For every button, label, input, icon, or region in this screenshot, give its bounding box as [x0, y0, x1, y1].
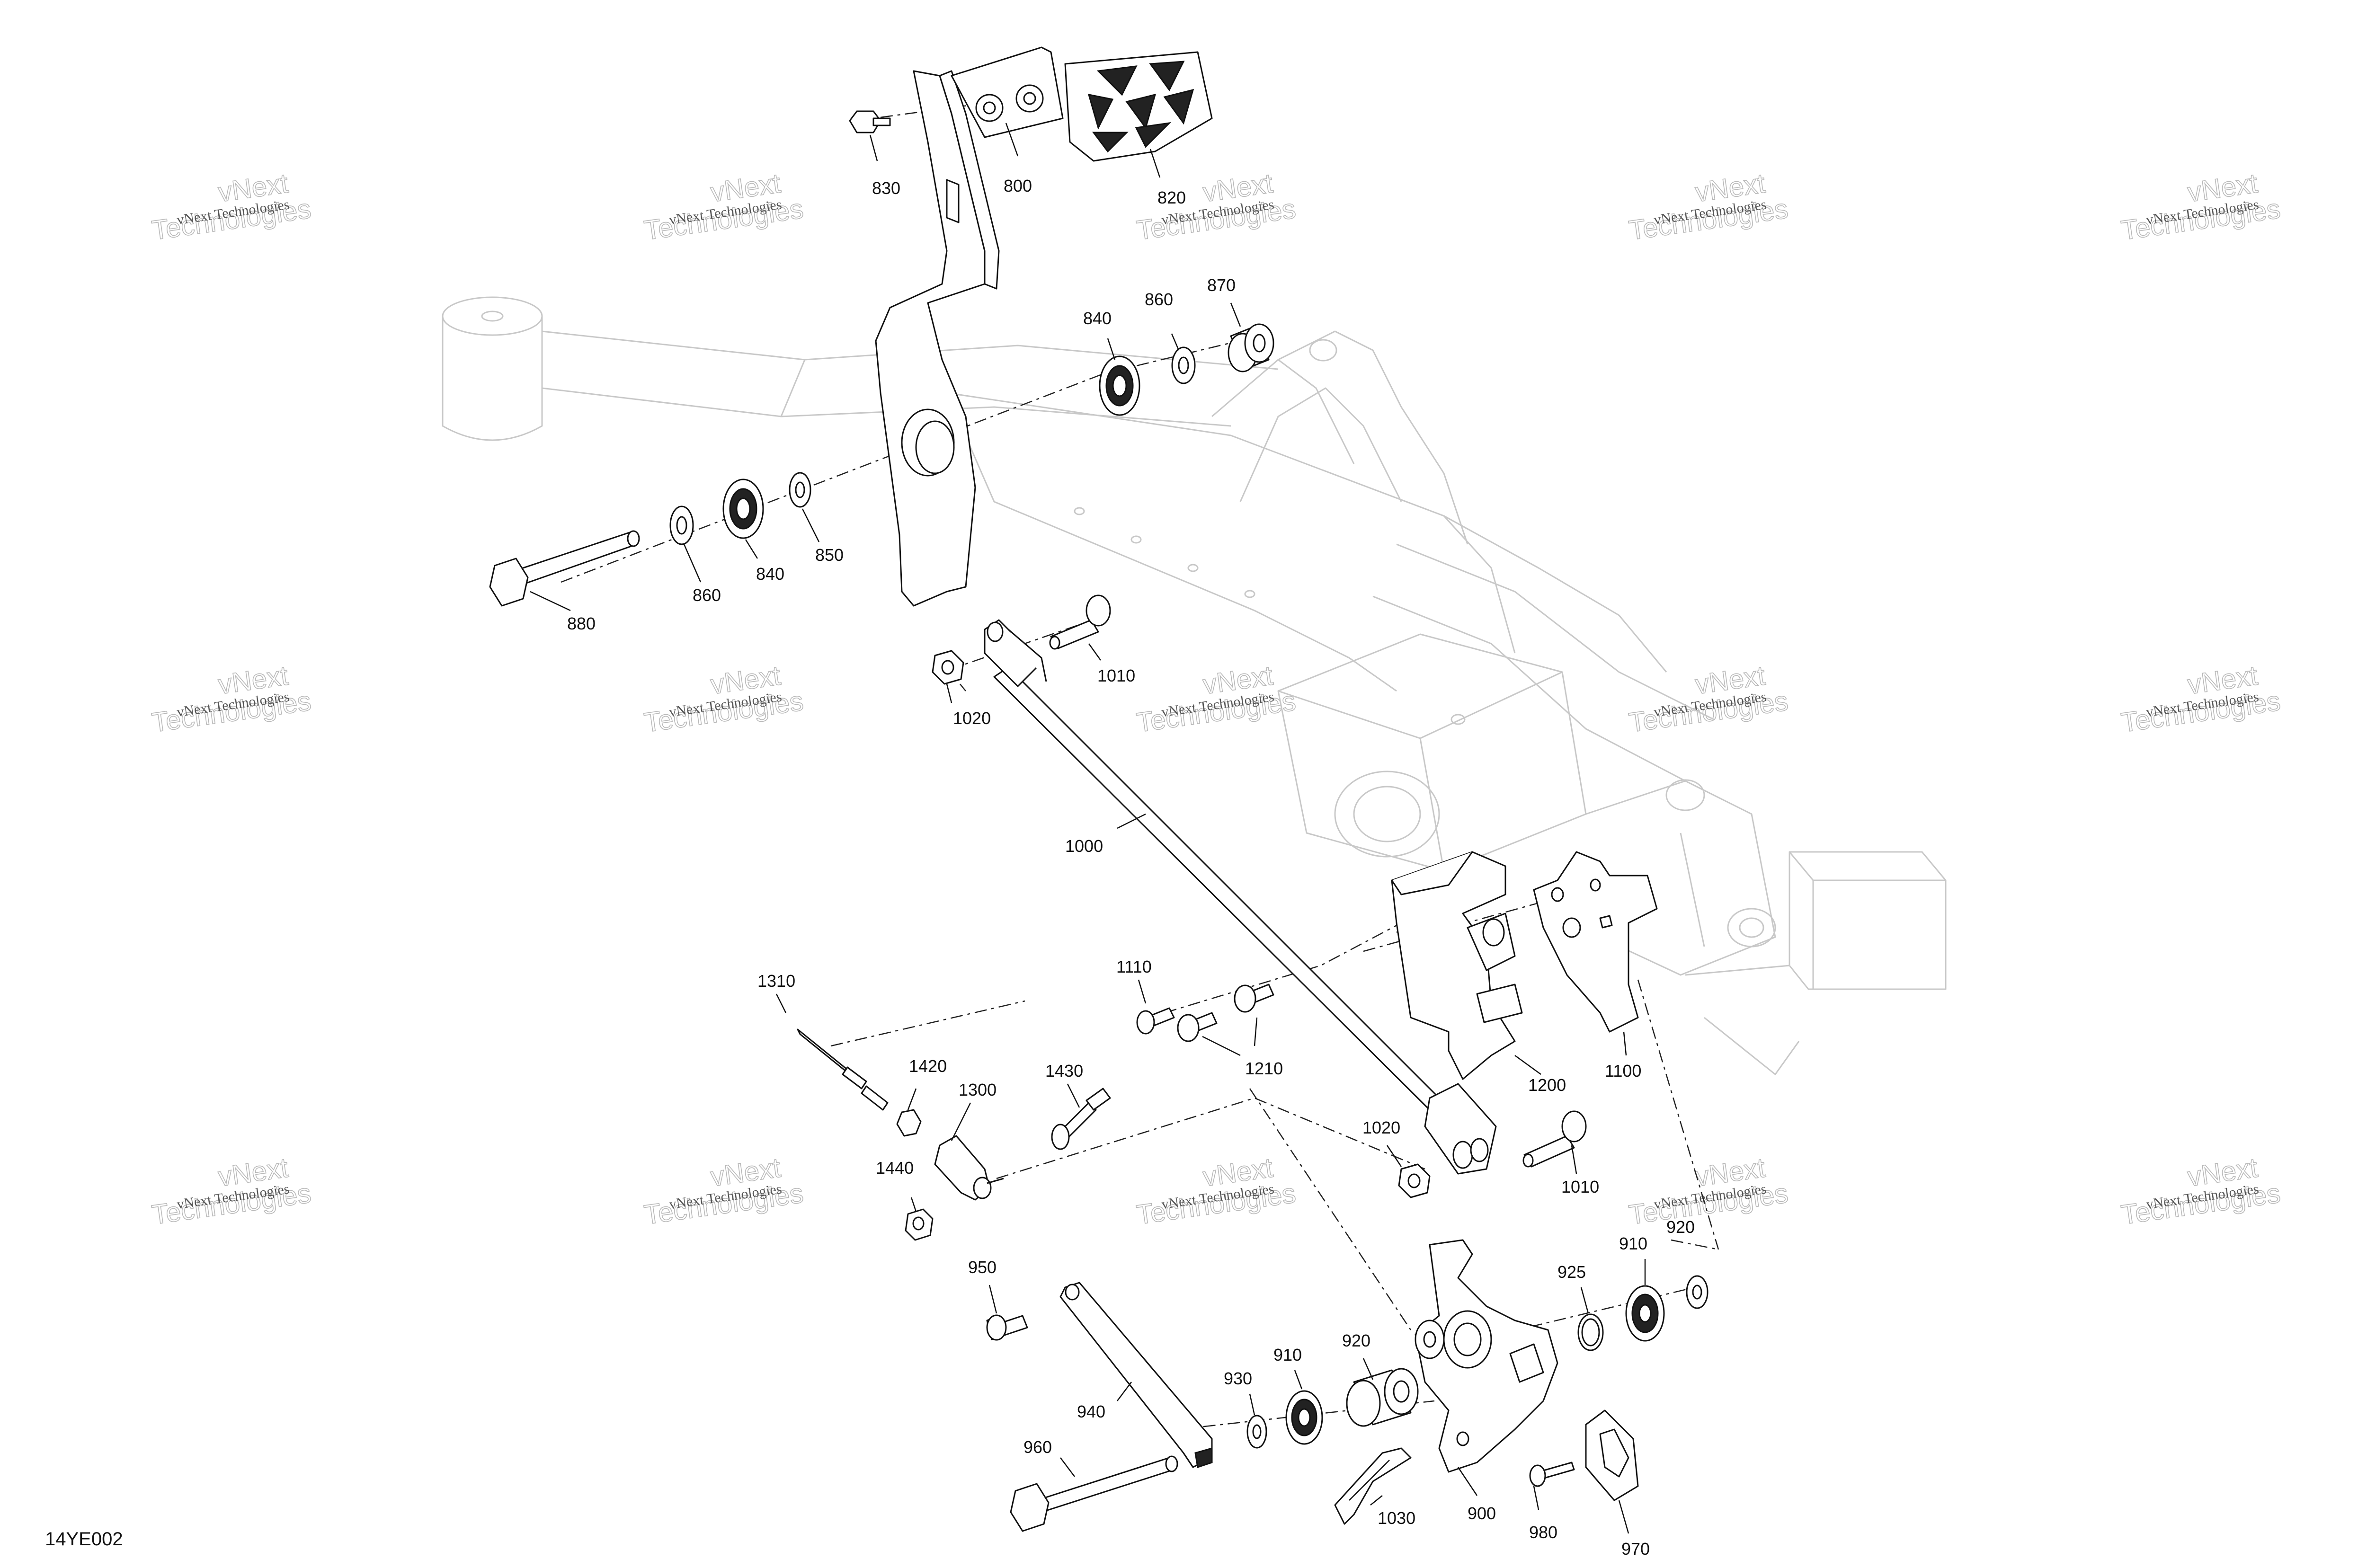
callout-830: 830: [872, 178, 900, 198]
callout-840: 840: [1083, 309, 1112, 328]
callout-930: 930: [1224, 1369, 1252, 1388]
callout-950: 950: [968, 1258, 997, 1277]
bracket-1100: [1533, 851, 1658, 1033]
callout-970: 970: [1621, 1539, 1650, 1559]
callout-800: 800: [1004, 176, 1032, 195]
callout-1200: 1200: [1528, 1075, 1566, 1095]
callout-850: 850: [815, 545, 844, 565]
document-code: 14YE002: [45, 1529, 123, 1550]
callout-880: 880: [567, 614, 596, 633]
callout-960: 960: [1023, 1437, 1052, 1457]
nut-1420: [896, 1109, 922, 1137]
callout-900: 900: [1468, 1504, 1496, 1523]
callout-920: 920: [1342, 1331, 1370, 1350]
callout-labels: 800 820 830 840 860 870 880 860 840 850 …: [567, 176, 1695, 1559]
callout-1020: 1020: [1362, 1118, 1400, 1137]
callout-820: 820: [1157, 188, 1186, 207]
brake-pedal-assembly: [849, 46, 1213, 607]
callout-870: 870: [1207, 275, 1236, 295]
callout-1110: 1110: [1116, 957, 1152, 976]
callout-860: 860: [1145, 290, 1173, 309]
clip-1030: [1334, 1447, 1412, 1525]
callout-1310: 1310: [757, 971, 795, 991]
link-940: [1059, 1282, 1213, 1468]
nut-830: [849, 110, 881, 133]
callout-910: 910: [1273, 1345, 1302, 1364]
callout-1210: 1210: [1245, 1059, 1283, 1078]
callout-1100: 1100: [1605, 1061, 1641, 1081]
brackets-1200-1100: [1136, 851, 1658, 1080]
callout-1030: 1030: [1378, 1508, 1415, 1528]
callout-860: 860: [693, 585, 721, 605]
lower-lever-assembly: [986, 1239, 1709, 1532]
callout-1430: 1430: [1045, 1061, 1083, 1081]
callout-1010: 1010: [1097, 666, 1135, 685]
brake-rod: [932, 594, 1587, 1198]
pivot-hardware: [489, 323, 1274, 607]
callout-1000: 1000: [1065, 836, 1103, 856]
callout-925: 925: [1557, 1262, 1586, 1282]
callout-920: 920: [1666, 1217, 1695, 1237]
callout-1010: 1010: [1561, 1177, 1599, 1196]
callout-940: 940: [1077, 1402, 1105, 1421]
callout-1440: 1440: [876, 1158, 914, 1178]
pedal-pad: [1064, 51, 1213, 162]
rod-1000: [993, 666, 1445, 1116]
bolt-880-head: [489, 558, 529, 607]
callout-1300: 1300: [959, 1080, 997, 1099]
callout-1420: 1420: [909, 1056, 947, 1076]
callout-910: 910: [1619, 1234, 1647, 1253]
callout-980: 980: [1529, 1523, 1557, 1542]
callout-1020: 1020: [953, 709, 991, 728]
callout-840: 840: [756, 564, 784, 584]
leader-lines: [530, 123, 1646, 1534]
cable-linkage: [797, 1028, 1111, 1241]
